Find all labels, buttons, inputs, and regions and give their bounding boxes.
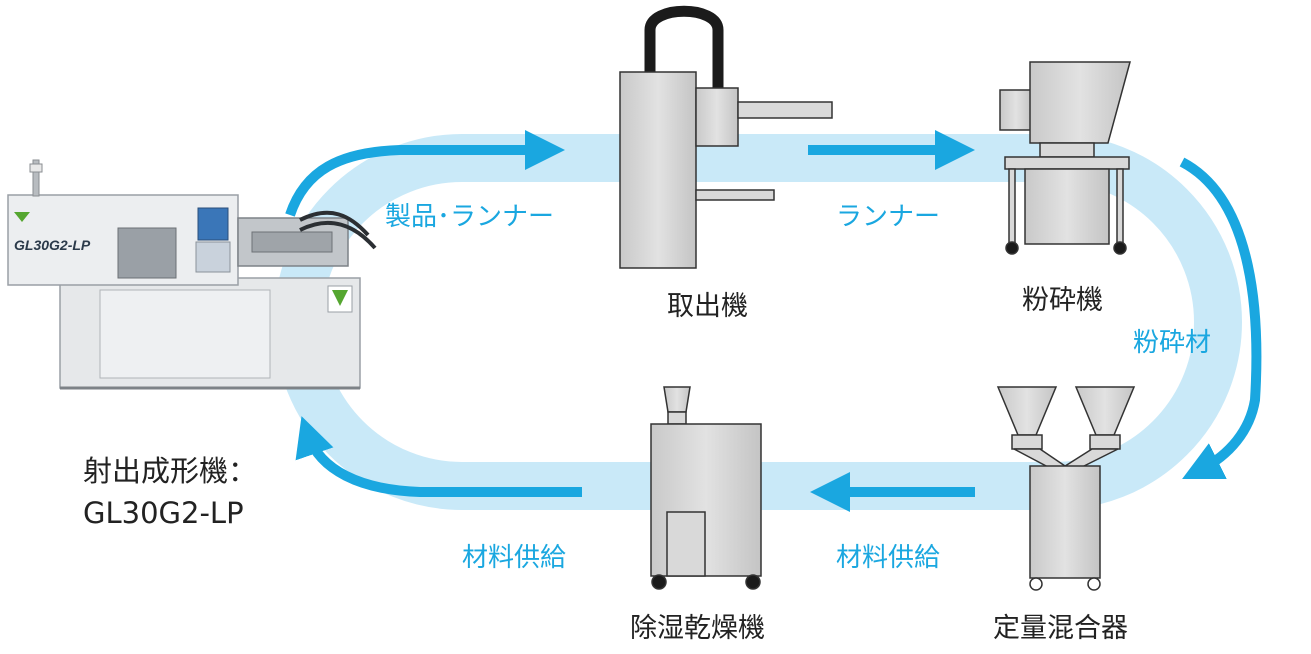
flow-label-dryer-to-molding: 材料供給 <box>462 543 567 573</box>
machine-screen <box>197 207 229 241</box>
machine-model-badge: GL30G2-LP <box>14 237 91 253</box>
molding-machine-name: 射出成形機： <box>83 454 258 488</box>
crusher-motor <box>999 89 1033 131</box>
dryer-label: 除湿乾燥機 <box>630 613 765 644</box>
molding-machine-label: 射出成形機： GL30G2-LP <box>83 450 257 534</box>
crusher-illustration <box>999 61 1131 255</box>
crusher-bin <box>1024 168 1110 245</box>
dryer-top-neck <box>667 411 687 425</box>
machine-screen-panel <box>195 241 231 273</box>
dryer-top-hopper <box>663 386 691 413</box>
mixer-label: 定量混合器 <box>993 613 1128 644</box>
mixer-illustration <box>996 386 1136 591</box>
flow-label-crusher-to-mixer: 粉砕材 <box>1133 328 1212 358</box>
flow-label-robot-to-crusher: ランナー <box>836 202 941 232</box>
robot-lower-beam <box>695 189 775 201</box>
crusher-leg-left <box>1008 168 1016 245</box>
dryer-illustration <box>650 386 762 590</box>
machine-base-panel <box>99 289 271 379</box>
mixer-neck-right <box>1089 434 1121 450</box>
molding-machine-illustration: GL30G2-LP <box>7 159 377 390</box>
robot-illustration <box>619 5 833 269</box>
robot-body <box>619 71 697 269</box>
mixer-hopper-left <box>996 386 1058 436</box>
molding-machine-model: GL30G2-LP <box>83 496 244 530</box>
crusher-leg-right <box>1116 168 1124 245</box>
arrow-crusher-to-mixer <box>1179 157 1262 479</box>
machine-window <box>117 227 177 279</box>
mixer-neck-left <box>1011 434 1043 450</box>
dryer-wheel-right <box>745 574 761 590</box>
machine-signal-light <box>29 163 43 173</box>
robot-label: 取出機 <box>667 291 748 322</box>
machine-brand-mark <box>14 212 30 222</box>
dryer-door <box>666 511 706 577</box>
crusher-label: 粉砕機 <box>1022 285 1103 316</box>
crusher-wheel-left <box>1005 241 1019 255</box>
machine-logo-mark <box>332 290 348 306</box>
crusher-wheel-right <box>1113 241 1127 255</box>
flow-label-molding-to-robot: 製品･ランナー <box>385 202 555 232</box>
machine-signal-pole <box>32 159 40 197</box>
mixer-hopper-right <box>1074 386 1136 436</box>
crusher-table <box>1004 156 1130 170</box>
robot-arm-loop <box>644 5 724 92</box>
machine-barrel <box>251 231 333 253</box>
mixer-wheel-right <box>1087 577 1101 591</box>
flow-label-mixer-to-dryer: 材料供給 <box>836 543 941 573</box>
arrow-molding-to-robot <box>285 130 565 217</box>
robot-beam <box>737 101 833 119</box>
flow-arrows <box>285 130 1262 512</box>
machine-hoses <box>299 210 377 250</box>
crusher-neck <box>1039 142 1095 158</box>
crusher-hopper <box>1029 61 1131 144</box>
robot-head <box>695 87 739 147</box>
dryer-wheel-left <box>651 574 667 590</box>
arrow-dryer-to-molding <box>295 416 582 497</box>
mixer-body <box>1029 465 1101 579</box>
mixer-wheel-left <box>1029 577 1043 591</box>
